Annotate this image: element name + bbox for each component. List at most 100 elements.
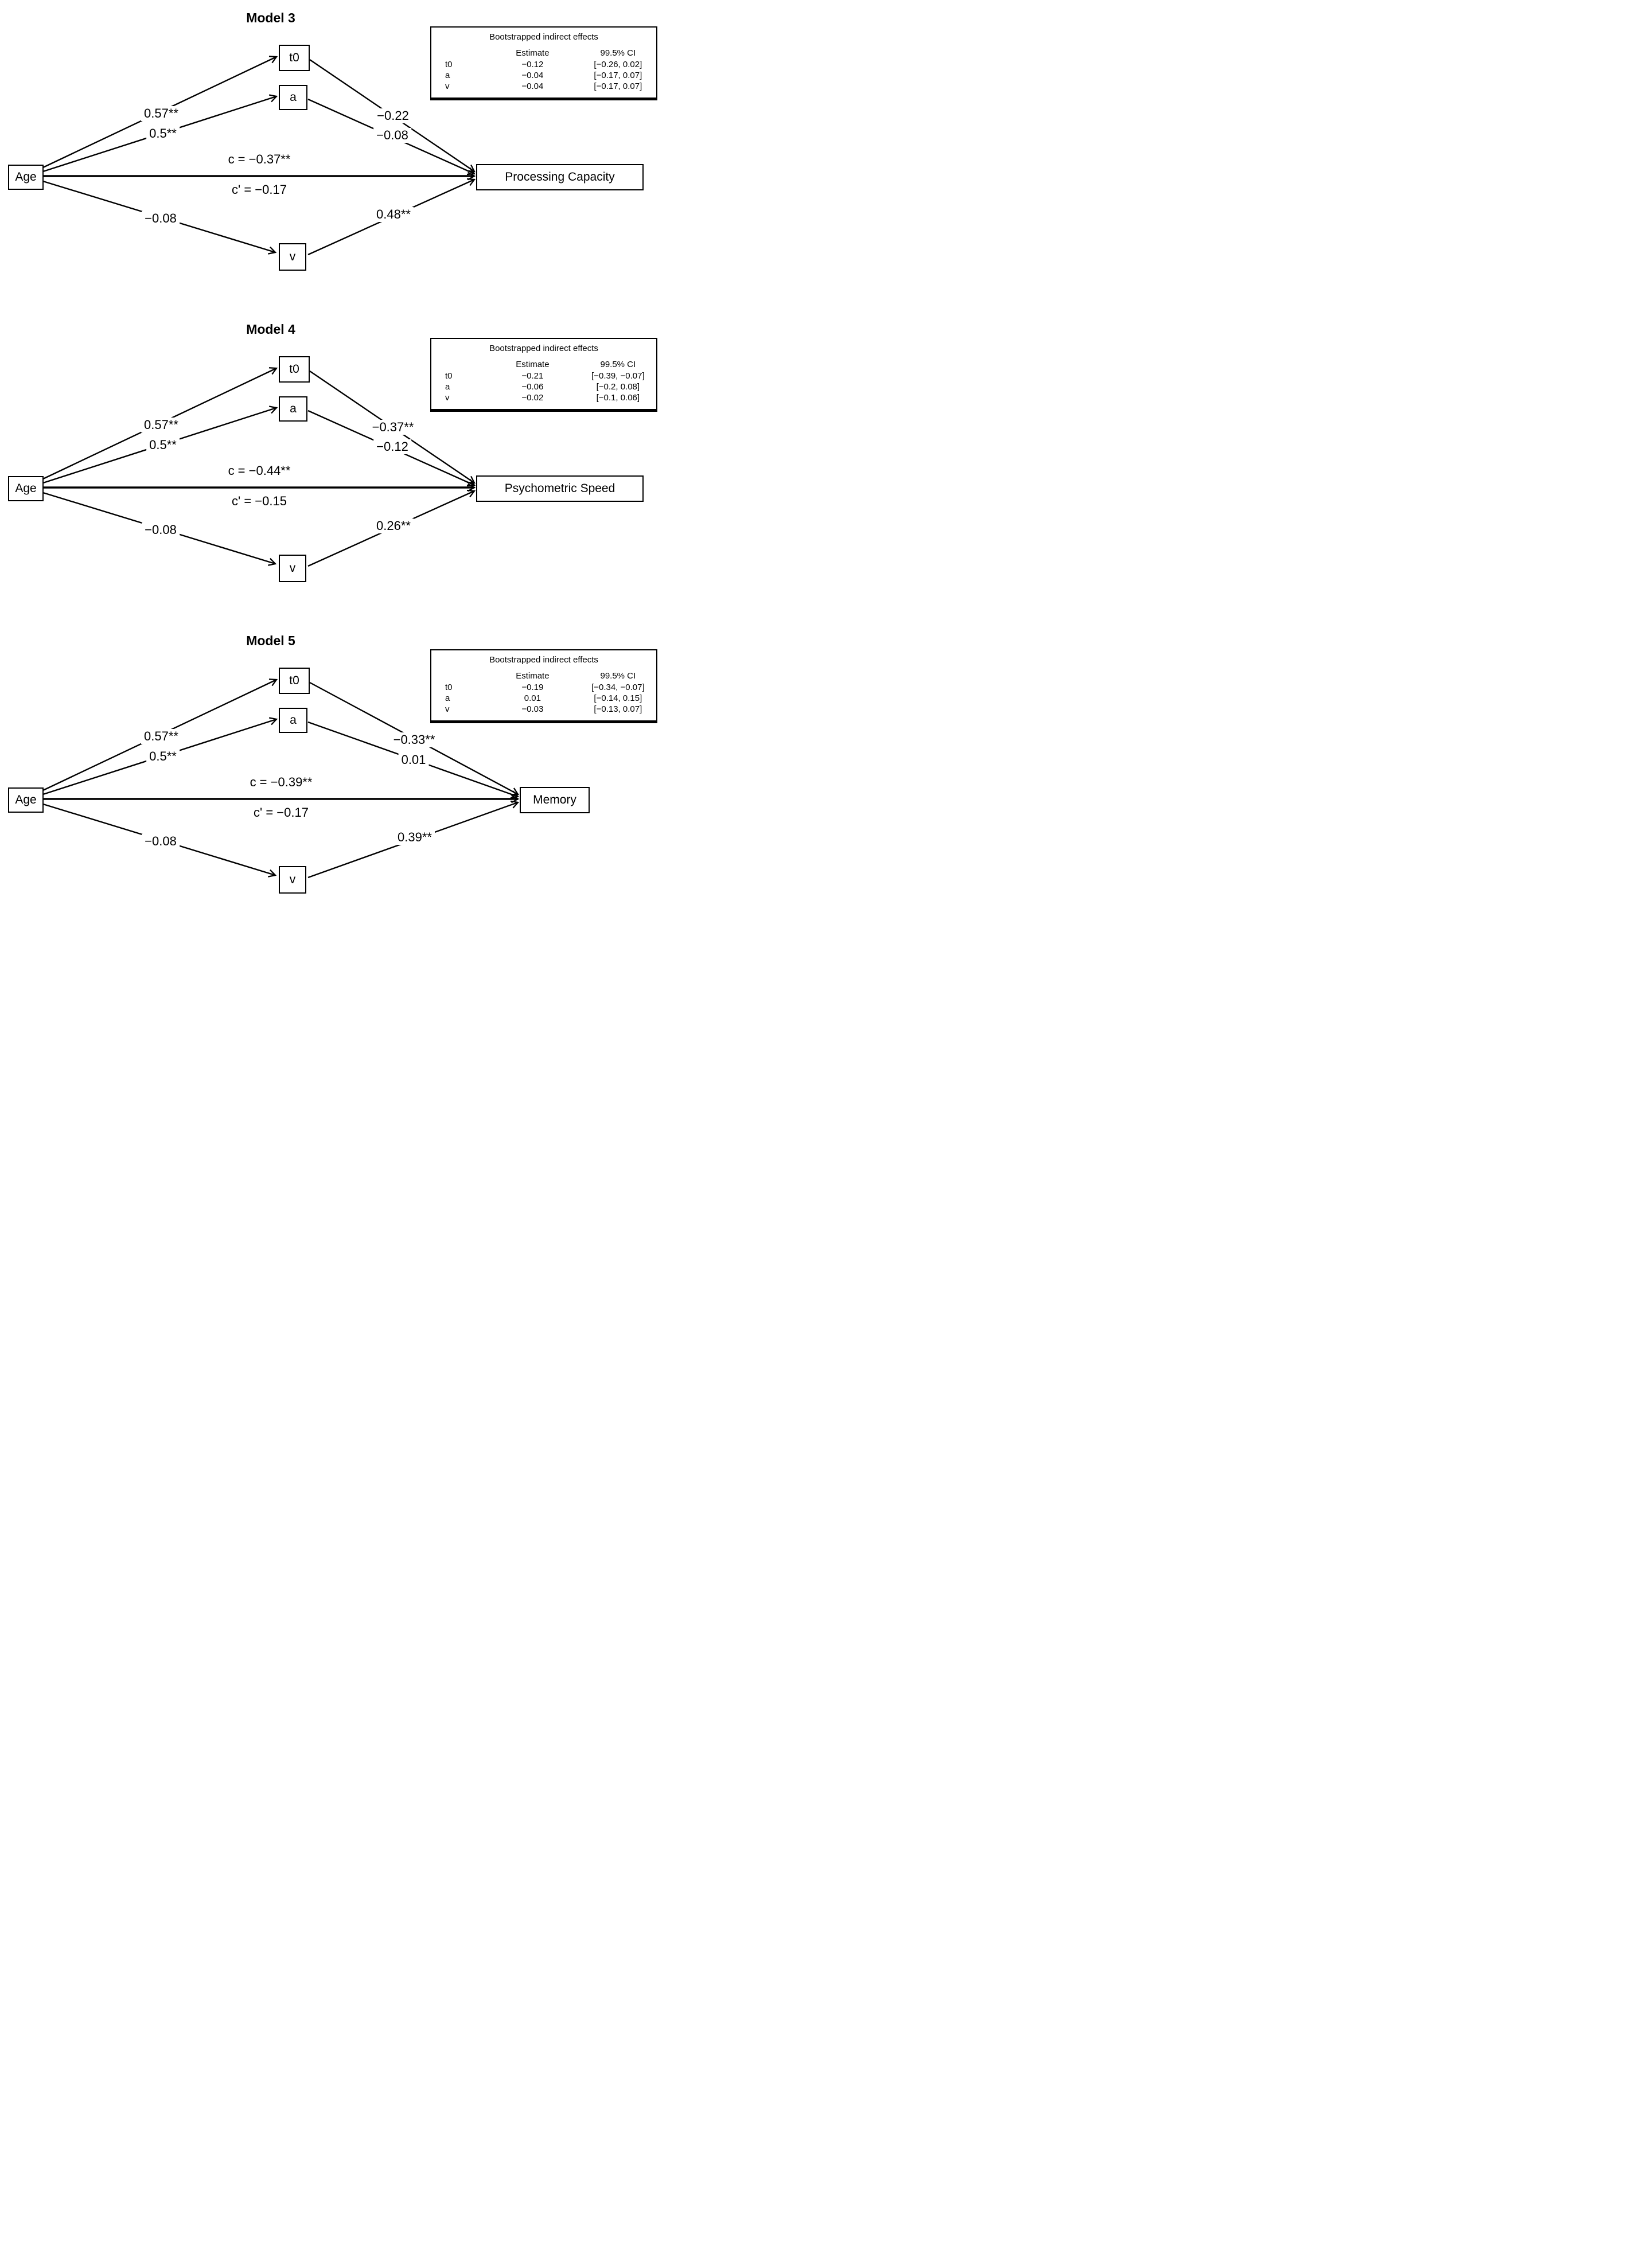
coef-t0-outcome: −0.33** (390, 732, 438, 747)
table-row: v −0.02 [−0.1, 0.06] (431, 392, 656, 403)
row-label: a (445, 71, 450, 80)
row-estimate: −0.21 (521, 371, 544, 381)
row-ci: [−0.17, 0.07] (594, 81, 642, 91)
row-label: t0 (445, 371, 453, 381)
row-estimate: −0.02 (521, 393, 544, 403)
mediator-a-box: a (279, 85, 307, 110)
mediator-a-box: a (279, 396, 307, 422)
table-row: t0 −0.12 [−0.26, 0.02] (431, 59, 656, 70)
row-label: a (445, 382, 450, 392)
coef-a-outcome: 0.01 (398, 752, 429, 767)
row-ci: [−0.39, −0.07] (591, 371, 645, 381)
ci-header: 99.5% CI (600, 360, 636, 369)
coef-age-t0: 0.57** (141, 106, 181, 121)
row-ci: [−0.13, 0.07] (594, 704, 642, 714)
mediator-a-box: a (279, 708, 307, 733)
table-row: a 0.01 [−0.14, 0.15] (431, 693, 656, 704)
ci-header: 99.5% CI (600, 48, 636, 58)
total-effect-label: c = −0.44** (225, 463, 294, 478)
row-label: t0 (445, 60, 453, 69)
mediator-t0-box: t0 (279, 668, 310, 694)
table-title: Bootstrapped indirect effects (489, 655, 598, 665)
total-effect-label: c = −0.37** (225, 152, 294, 167)
outcome-box: Memory (520, 787, 590, 813)
row-label: v (445, 81, 450, 91)
coef-age-t0: 0.57** (141, 729, 181, 744)
coef-age-t0: 0.57** (141, 418, 181, 432)
row-estimate: −0.06 (521, 382, 544, 392)
row-label: v (445, 393, 450, 403)
table-row: t0 −0.19 [−0.34, −0.07] (431, 682, 656, 693)
row-estimate: −0.03 (521, 704, 544, 714)
indirect-effects-table: Bootstrapped indirect effects Estimate 9… (430, 26, 657, 100)
table-row: v −0.03 [−0.13, 0.07] (431, 704, 656, 715)
row-ci: [−0.34, −0.07] (591, 683, 645, 692)
coef-age-v: −0.08 (142, 522, 180, 537)
estimate-header: Estimate (516, 48, 550, 58)
coef-age-v: −0.08 (142, 211, 180, 226)
table-header-row: Estimate 99.5% CI (431, 670, 656, 681)
mediator-t0-box: t0 (279, 45, 310, 71)
row-label: t0 (445, 683, 453, 692)
row-estimate: −0.19 (521, 683, 544, 692)
mediation-figure: { "page": { "background": "#FFFFFF", "in… (0, 0, 661, 900)
ci-header: 99.5% CI (600, 671, 636, 681)
row-estimate: −0.04 (521, 81, 544, 91)
coef-t0-outcome: −0.22 (374, 108, 412, 123)
coef-age-a: 0.5** (146, 749, 180, 764)
model-4-panel: Model 4 Age t0 a v Psychometric Speed 0.… (0, 311, 661, 623)
direct-effect-label: c' = −0.15 (229, 494, 290, 509)
table-header-spacer (431, 359, 485, 370)
coef-v-outcome: 0.39** (395, 830, 435, 845)
mediator-v-box: v (279, 243, 306, 271)
outcome-box: Psychometric Speed (476, 475, 644, 502)
table-header-spacer (431, 670, 485, 681)
table-title: Bootstrapped indirect effects (489, 32, 598, 42)
coef-age-a: 0.5** (146, 438, 180, 453)
row-estimate: 0.01 (524, 693, 541, 703)
row-ci: [−0.26, 0.02] (594, 60, 642, 69)
row-label: v (445, 704, 450, 714)
row-label: a (445, 693, 450, 703)
coef-age-a: 0.5** (146, 126, 180, 141)
predictor-box: Age (8, 165, 44, 190)
total-effect-label: c = −0.39** (247, 775, 315, 790)
table-title: Bootstrapped indirect effects (489, 344, 598, 353)
predictor-box: Age (8, 787, 44, 813)
coef-v-outcome: 0.48** (373, 207, 414, 222)
direct-effect-label: c' = −0.17 (229, 182, 290, 197)
mediator-v-box: v (279, 555, 306, 582)
row-estimate: −0.12 (521, 60, 544, 69)
direct-effect-label: c' = −0.17 (251, 805, 311, 820)
indirect-effects-table: Bootstrapped indirect effects Estimate 9… (430, 649, 657, 723)
coef-v-outcome: 0.26** (373, 518, 414, 533)
table-row: v −0.04 [−0.17, 0.07] (431, 81, 656, 92)
table-row: a −0.06 [−0.2, 0.08] (431, 381, 656, 392)
row-ci: [−0.2, 0.08] (596, 382, 640, 392)
row-ci: [−0.17, 0.07] (594, 71, 642, 80)
table-header-spacer (431, 48, 485, 59)
table-header-row: Estimate 99.5% CI (431, 48, 656, 59)
row-ci: [−0.1, 0.06] (596, 393, 640, 403)
indirect-effects-table: Bootstrapped indirect effects Estimate 9… (430, 338, 657, 412)
coef-age-v: −0.08 (142, 834, 180, 849)
estimate-header: Estimate (516, 360, 550, 369)
outcome-box: Processing Capacity (476, 164, 644, 190)
row-ci: [−0.14, 0.15] (594, 693, 642, 703)
coef-a-outcome: −0.12 (373, 439, 411, 454)
coef-t0-outcome: −0.37** (369, 420, 417, 435)
table-row: a −0.04 [−0.17, 0.07] (431, 70, 656, 81)
mediator-v-box: v (279, 866, 306, 894)
table-row: t0 −0.21 [−0.39, −0.07] (431, 371, 656, 381)
model-title: Model 3 (246, 10, 295, 25)
predictor-box: Age (8, 476, 44, 501)
model-5-panel: Model 5 Age t0 a v Memory 0.57** 0.5** −… (0, 623, 661, 900)
row-estimate: −0.04 (521, 71, 544, 80)
estimate-header: Estimate (516, 671, 550, 681)
model-title: Model 5 (246, 633, 295, 648)
mediator-t0-box: t0 (279, 356, 310, 383)
model-3-panel: Model 3 Age t0 a v Processing Capacity 0… (0, 0, 661, 311)
model-title: Model 4 (246, 322, 295, 337)
coef-a-outcome: −0.08 (373, 128, 411, 143)
table-header-row: Estimate 99.5% CI (431, 359, 656, 370)
